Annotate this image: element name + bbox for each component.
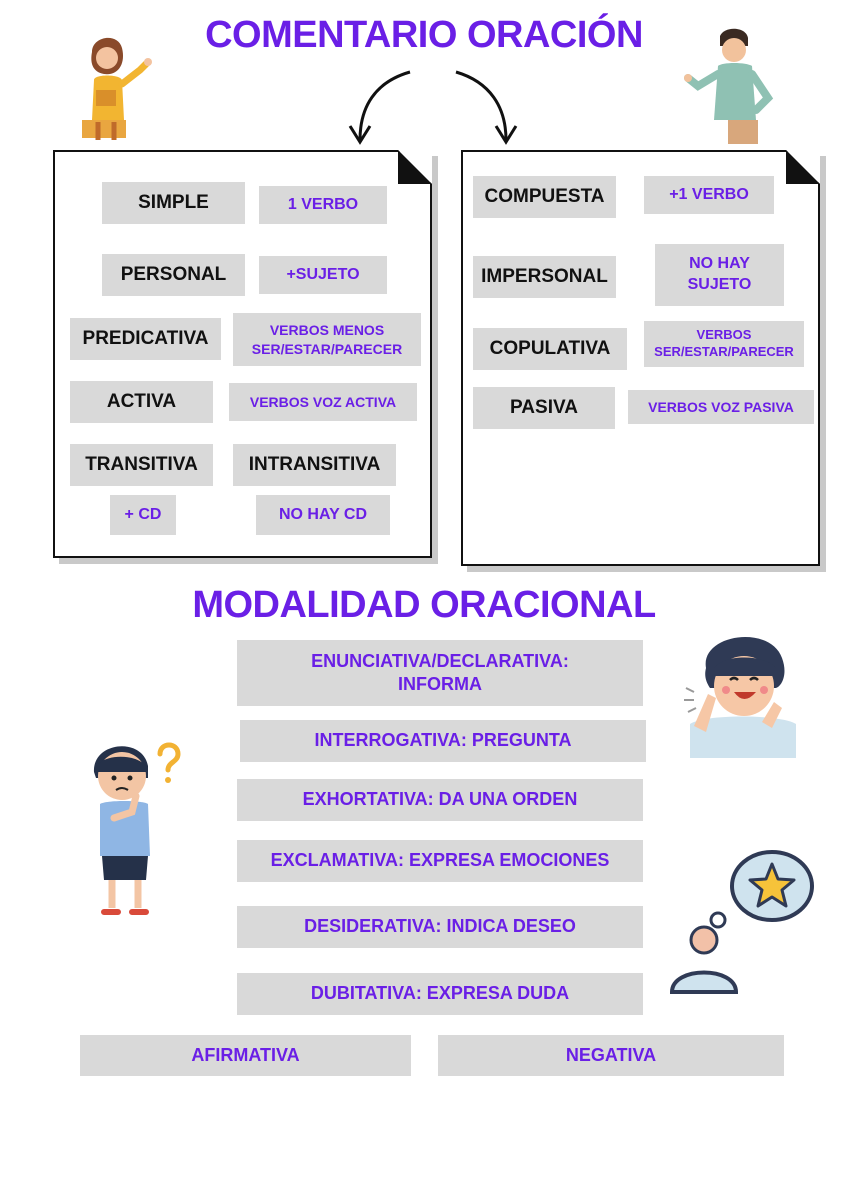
personal-value-box: +SUJETO xyxy=(259,256,387,294)
transitiva-box: TRANSITIVA xyxy=(70,444,213,486)
intransitiva-box: INTRANSITIVA xyxy=(233,444,396,486)
transitiva-value-box: + CD xyxy=(110,495,176,535)
compuesta-box: COMPUESTA xyxy=(473,176,616,218)
simple-value-box: 1 VERBO xyxy=(259,186,387,224)
pasiva-box: PASIVA xyxy=(473,387,615,429)
woman-presenting-icon xyxy=(82,37,152,140)
negativa-box: NEGATIVA xyxy=(438,1035,784,1076)
impersonal-box: IMPERSONAL xyxy=(473,256,616,298)
modalidad-dubitativa-box: DUBITATIVA: EXPRESA DUDA xyxy=(237,973,643,1015)
thinking-boy-icon xyxy=(93,742,181,915)
thought-bubble-star-icon xyxy=(669,850,814,994)
curved-arrows-icon xyxy=(348,70,518,145)
activa-value-box: VERBOS VOZ ACTIVA xyxy=(229,383,417,421)
modalidad-exclamativa-box: EXCLAMATIVA: EXPRESA EMOCIONES xyxy=(237,840,643,882)
predicativa-box: PREDICATIVA xyxy=(70,318,221,360)
modalidad-desiderativa-box: DESIDERATIVA: INDICA DESEO xyxy=(237,906,643,948)
page-title: COMENTARIO ORACIÓN xyxy=(205,14,643,56)
simple-box: SIMPLE xyxy=(102,182,245,224)
modalidad-enunciativa-box: ENUNCIATIVA/DECLARATIVA: INFORMA xyxy=(237,640,643,706)
compuesta-value-box: +1 VERBO xyxy=(644,176,774,214)
copulativa-value-box: VERBOS SER/ESTAR/PARECER xyxy=(644,321,804,367)
laughing-boy-icon xyxy=(684,636,796,758)
modalidad-exhortativa-box: EXHORTATIVA: DA UNA ORDEN xyxy=(237,779,643,821)
man-presenting-icon xyxy=(684,28,774,144)
intransitiva-value-box: NO HAY CD xyxy=(256,495,390,535)
copulativa-box: COPULATIVA xyxy=(473,328,627,370)
activa-box: ACTIVA xyxy=(70,381,213,423)
afirmativa-box: AFIRMATIVA xyxy=(80,1035,411,1076)
personal-box: PERSONAL xyxy=(102,254,245,296)
pasiva-value-box: VERBOS VOZ PASIVA xyxy=(628,390,814,424)
modalidad-interrogativa-box: INTERROGATIVA: PREGUNTA xyxy=(240,720,646,762)
section-title: MODALIDAD ORACIONAL xyxy=(192,584,656,626)
predicativa-value-box: VERBOS MENOS SER/ESTAR/PARECER xyxy=(233,313,421,366)
impersonal-value-box: NO HAY SUJETO xyxy=(655,244,784,306)
